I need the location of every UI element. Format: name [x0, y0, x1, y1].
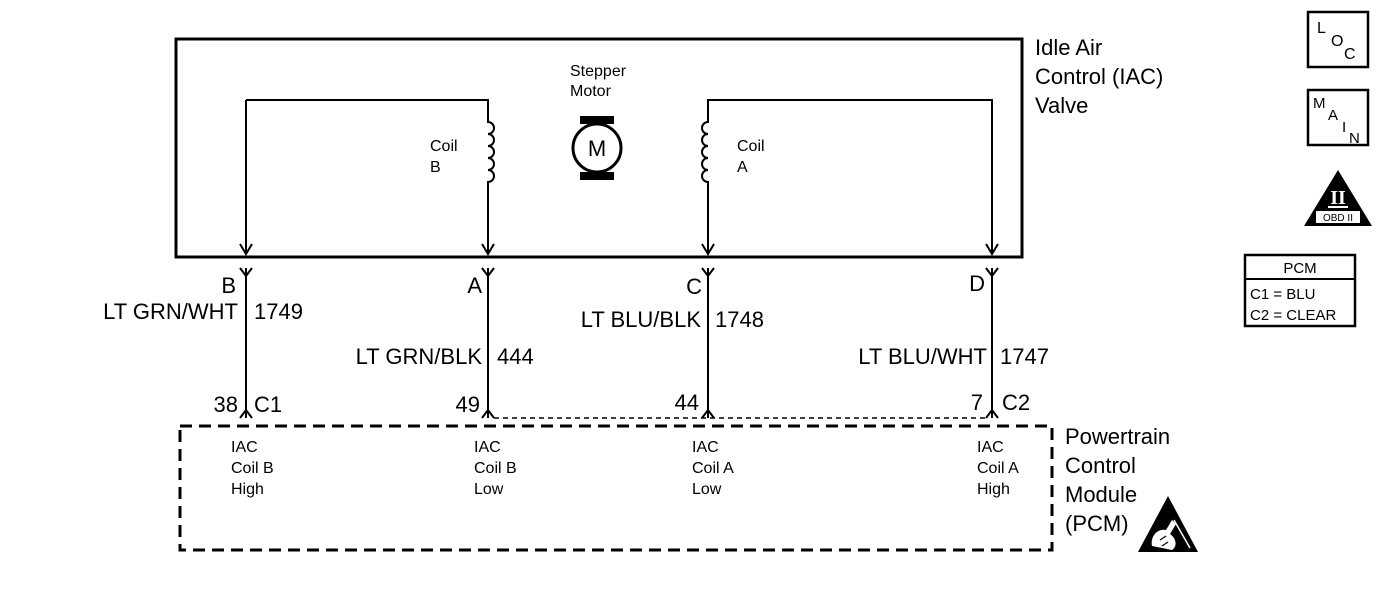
coil-a-label-line-1: Coil [737, 138, 765, 155]
module-title-line-3: Module [1065, 482, 1137, 507]
connector-c2: C2 [1002, 390, 1030, 415]
pcm-pin-38: 38 [214, 392, 238, 417]
main-letter-n: N [1349, 130, 1360, 147]
pcm-connector-legend: PCM C1 = BLU C2 = CLEAR [1243, 253, 1357, 328]
pcm-label-coil-b-high: IAC Coil B High [231, 439, 274, 498]
pin-letter-d: D [969, 271, 985, 296]
pcm-label-a-high-line-2: Coil A [977, 460, 1019, 477]
circuit-b: 1749 [254, 299, 303, 324]
pcm-legend-row-c2: C2 = CLEAR [1250, 307, 1336, 324]
iac-valve-box [174, 37, 1024, 259]
connector-c1: C1 [254, 392, 282, 417]
loc-letter-c: C [1344, 46, 1356, 63]
esd-warning-icon [1138, 496, 1198, 552]
coil-b-label-line-2: B [430, 159, 441, 176]
main-letter-i: I [1342, 119, 1346, 136]
stepper-motor-icon: M [571, 116, 623, 180]
pcm-label-a-low-line-2: Coil A [692, 460, 734, 477]
motor-label-line-1: Stepper [570, 63, 627, 80]
wire-color-c: LT BLU/BLK [581, 307, 702, 332]
pcm-pin-7: 7 [971, 390, 983, 415]
pcm-pin-44: 44 [675, 390, 699, 415]
main-legend-icon: M A I N [1306, 88, 1370, 147]
pcm-label-a-low-line-1: IAC [692, 439, 719, 456]
wire-color-b: LT GRN/WHT [103, 299, 238, 324]
loc-legend-icon: L O C [1306, 10, 1370, 69]
motor-symbol: M [588, 136, 606, 161]
pcm-label-b-high-line-1: IAC [231, 439, 258, 456]
obd-numeral: II [1330, 187, 1346, 209]
loc-letter-l: L [1317, 20, 1326, 37]
motor-label-line-2: Motor [570, 83, 612, 100]
pcm-label-coil-a-high: IAC Coil A High [977, 439, 1019, 498]
module-title-line-2: Control [1065, 453, 1136, 478]
pin-letter-a: A [467, 273, 482, 298]
pcm-label-a-low-line-3: Low [692, 481, 722, 498]
obd-text: OBD II [1323, 213, 1353, 224]
coil-b-label-line-1: Coil [430, 138, 458, 155]
pin-arrows-top [239, 243, 999, 256]
coil-b-inductor [245, 99, 495, 254]
obd-ii-icon: II OBD II [1304, 170, 1372, 226]
pcm-label-b-low-line-1: IAC [474, 439, 501, 456]
pin-letter-b: B [221, 273, 236, 298]
pcm-label-b-high-line-2: Coil B [231, 460, 274, 477]
pcm-label-b-low-line-2: Coil B [474, 460, 517, 477]
component-title-line-2: Control (IAC) [1035, 64, 1163, 89]
pcm-label-coil-b-low: IAC Coil B Low [474, 439, 517, 498]
pcm-label-b-high-line-3: High [231, 481, 264, 498]
pcm-legend-row-c1: C1 = BLU [1250, 286, 1315, 303]
loc-letter-o: O [1331, 33, 1343, 50]
component-title-line-1: Idle Air [1035, 35, 1102, 60]
circuit-a: 444 [497, 344, 534, 369]
pcm-pin-49: 49 [456, 392, 480, 417]
module-title-line-4: (PCM) [1065, 511, 1129, 536]
wire-color-a: LT GRN/BLK [356, 344, 483, 369]
pin-letter-c: C [686, 274, 702, 299]
component-title-line-3: Valve [1035, 93, 1088, 118]
pcm-label-coil-a-low: IAC Coil A Low [692, 439, 734, 498]
pcm-legend-title: PCM [1283, 260, 1316, 277]
harness-wires [239, 267, 999, 419]
pcm-box [178, 424, 1054, 552]
wire-color-d: LT BLU/WHT [858, 344, 987, 369]
main-letter-m: M [1313, 95, 1326, 112]
coil-a-label-line-2: A [737, 159, 748, 176]
circuit-c: 1748 [715, 307, 764, 332]
pcm-label-b-low-line-3: Low [474, 481, 504, 498]
module-title-line-1: Powertrain [1065, 424, 1170, 449]
circuit-d: 1747 [1000, 344, 1049, 369]
coil-a-inductor [701, 99, 993, 254]
pcm-label-a-high-line-1: IAC [977, 439, 1004, 456]
main-letter-a: A [1328, 107, 1338, 124]
pcm-label-a-high-line-3: High [977, 481, 1010, 498]
